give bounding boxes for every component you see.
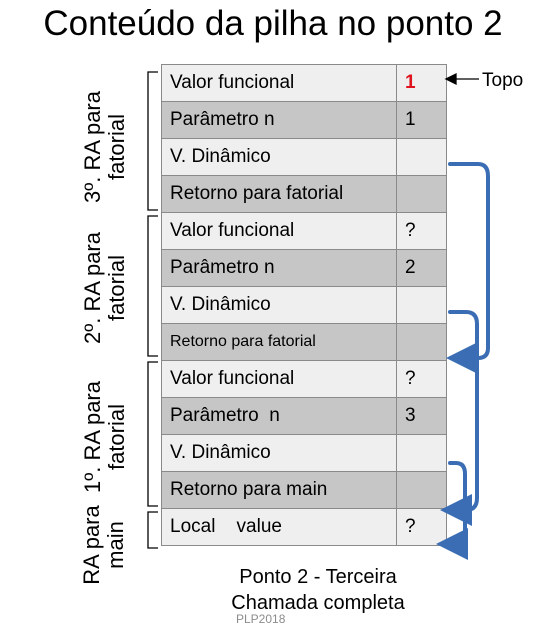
stack-row: Parâmetro n 3 [161,397,447,435]
row-value: 1 [396,101,447,139]
caption: Ponto 2 - Terceira Chamada completa [198,564,438,616]
stack-row: Retorno para fatorial [161,323,447,361]
stack-row: Retorno para main [161,471,447,509]
row-label: Local value [161,508,397,546]
dynamic-link-arrow-1 [436,461,468,560]
stack-row: V. Dinâmico [161,138,447,176]
row-value: 3 [396,397,447,435]
row-value: 1 [396,64,447,102]
row-value: 2 [396,249,447,287]
row-label: V. Dinâmico [161,434,397,472]
dynamic-link-arrow-2 [440,310,479,526]
row-value [396,175,447,213]
bracket-3rd [147,71,158,211]
stack-row: Retorno para fatorial [161,175,447,213]
topo-arrow [444,72,479,86]
top-label: Topo [482,70,524,91]
bracket-1st [147,361,158,507]
row-label: V. Dinâmico [161,286,397,324]
row-label: Valor funcional [161,360,397,398]
row-label: Parâmetro n [161,101,397,139]
stack-row: V. Dinâmico [161,434,447,472]
row-label: Retorno para main [161,471,397,509]
stack-table: Valor funcional 1 Parâmetro n 1 V. Dinâm… [161,64,447,546]
stack-row: Valor funcional ? [161,360,447,398]
row-label: Retorno para fatorial [161,175,397,213]
row-value [396,434,447,472]
row-value [396,138,447,176]
bracket-2nd [147,215,158,357]
slide-title: Conteúdo da pilha no ponto 2 [43,4,503,43]
row-label: Parâmetro n [161,249,397,287]
stack-row: Valor funcional 1 [161,64,447,102]
row-label: Valor funcional [161,64,397,102]
row-label: V. Dinâmico [161,138,397,176]
caption-line: Ponto 2 - Terceira [239,566,397,588]
stack-row: Parâmetro n 2 [161,249,447,287]
bracket-main [147,511,158,549]
row-label: Parâmetro n [161,397,397,435]
stack-row: Parâmetro n 1 [161,101,447,139]
stack-row: Valor funcional ? [161,212,447,250]
footer-label: PLP2018 [236,612,286,626]
row-value [396,471,447,509]
caption-line: Chamada completa [231,592,405,614]
dynamic-link-arrow-3 [446,162,490,374]
stack-row: V. Dinâmico [161,286,447,324]
row-label: Valor funcional [161,212,397,250]
row-value [396,286,447,324]
row-value: ? [396,212,447,250]
